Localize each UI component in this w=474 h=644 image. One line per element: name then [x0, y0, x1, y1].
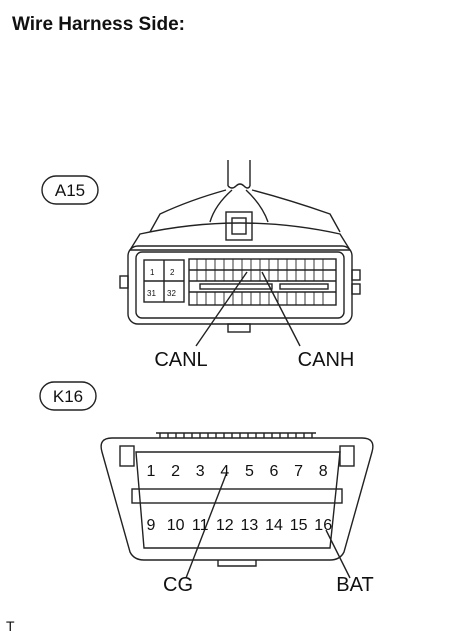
- k16-pin-label: 2: [171, 463, 180, 480]
- a15-pin-label: 2: [170, 268, 175, 277]
- k16-pin-label: 8: [319, 463, 328, 480]
- k16-pin-label: 11: [192, 517, 209, 534]
- bat-leader: [325, 529, 351, 579]
- canh-leader: [261, 271, 301, 347]
- canl-label: CANL: [154, 349, 207, 371]
- canl-leader: [195, 271, 248, 347]
- k16-pins-bottom: 9 10 11 12 13 14 15 16: [147, 517, 333, 534]
- page-title: Wire Harness Side:: [12, 14, 186, 35]
- k16-pin-label: 1: [147, 463, 156, 480]
- connector-a15: [41, 160, 361, 347]
- k16-pin-label: 9: [147, 517, 156, 534]
- k16-pin-label: 12: [216, 517, 234, 534]
- k16-pin-label: 5: [245, 463, 254, 480]
- a15-pin-label: 1: [150, 268, 155, 277]
- wire-bundle: [227, 160, 251, 186]
- cg-label: CG: [163, 574, 193, 596]
- connector-a15-badge: [41, 175, 99, 205]
- k16-pin-label: 10: [167, 517, 185, 534]
- a15-pin-label: 31: [147, 289, 156, 298]
- k16-pin-label: 3: [196, 463, 205, 480]
- connector-k16-badge: [39, 381, 97, 411]
- connector-k16: [39, 381, 374, 579]
- connector-k16-body: [100, 437, 374, 561]
- a15-pin-label: 32: [167, 289, 176, 298]
- k16-pin-label: 13: [241, 517, 259, 534]
- connector-a15-label: A15: [55, 181, 85, 200]
- cg-leader: [185, 471, 228, 579]
- canh-label: CANH: [298, 349, 355, 371]
- bat-label: BAT: [336, 574, 373, 596]
- k16-pin-label: 4: [220, 463, 229, 480]
- k16-pin-label: 7: [294, 463, 303, 480]
- k16-pin-label: 16: [314, 517, 332, 534]
- footer-mark: T: [6, 618, 15, 634]
- k16-pin-label: 15: [290, 517, 308, 534]
- connector-k16-label: K16: [53, 387, 83, 406]
- k16-pin-label: 6: [270, 463, 279, 480]
- k16-pin-label: 14: [265, 517, 283, 534]
- connector-a15-body: [127, 245, 353, 325]
